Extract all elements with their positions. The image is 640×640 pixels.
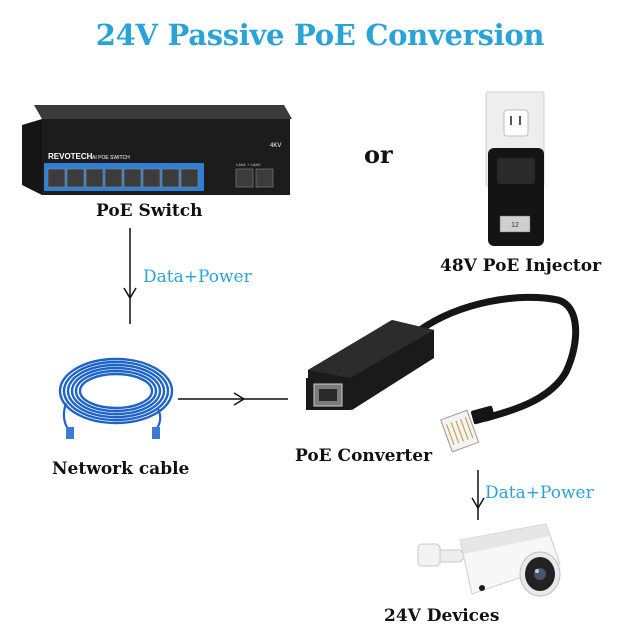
poe-converter-image: [306, 293, 580, 453]
camera-image: [417, 523, 561, 597]
poe-converter-label: PoE Converter: [295, 446, 433, 466]
arrow-cable-to-converter: [178, 392, 288, 406]
poe-switch-image: REVOTECH AI POE SWITCH 4KV LAN1 + LAN2: [22, 105, 292, 195]
uplink-label: LAN1 + LAN2: [236, 162, 261, 167]
port-group: [47, 168, 199, 188]
or-text: or: [364, 140, 393, 169]
flow-label-right: Data+Power: [485, 483, 594, 503]
devices-label: 24V Devices: [384, 606, 500, 626]
arrow-converter-to-devices: [471, 470, 485, 520]
switch-model: AI POE SWITCH: [92, 155, 130, 161]
diagram-title: 24V Passive PoE Conversion: [95, 18, 545, 52]
network-cable-label: Network cable: [52, 459, 190, 479]
switch-kv: 4KV: [270, 143, 281, 149]
poe-injector-image: 12: [485, 91, 545, 246]
switch-brand: REVOTECH: [48, 152, 93, 161]
poe-injector-label: 48V PoE Injector: [440, 256, 602, 276]
network-cable-image: [58, 357, 174, 439]
injector-badge: 12: [511, 222, 519, 229]
poe-switch-label: PoE Switch: [96, 201, 203, 221]
rj45-plug: [440, 409, 480, 453]
flow-label-left: Data+Power: [143, 267, 252, 287]
arrow-switch-to-cable: [123, 228, 137, 324]
uplink-ports: [235, 168, 274, 188]
